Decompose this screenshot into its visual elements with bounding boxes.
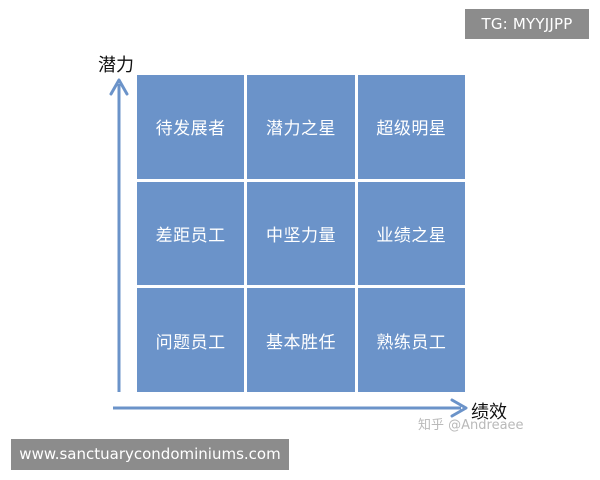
- cell-middle-left: 差距员工: [137, 181, 245, 286]
- cell-bottom-left: 问题员工: [137, 288, 245, 392]
- x-axis-label: 绩效: [471, 402, 507, 423]
- watermark-text: 知乎 @Andreaee: [418, 418, 524, 433]
- cell-middle-right: 业绩之星: [357, 181, 465, 286]
- y-axis-arrow-icon: [109, 78, 129, 96]
- cell-bottom-center: 基本胜任: [247, 288, 355, 392]
- cell-bottom-right: 熟练员工: [357, 288, 465, 392]
- cell-middle-center: 中坚力量: [247, 181, 355, 286]
- y-axis-label: 潜力: [98, 55, 134, 76]
- x-axis-arrow-icon: [450, 398, 468, 418]
- talent-matrix: 待发展者 潜力之星 超级明星 差距员工 中坚力量 业绩之星 问题员工 基本胜任 …: [137, 75, 465, 392]
- cell-top-center: 潜力之星: [247, 75, 355, 179]
- footer-url-badge: www.sanctuarycondominiums.com: [11, 439, 289, 470]
- tg-tag-badge: TG: MYYJJPP: [465, 9, 589, 39]
- cell-top-right: 超级明星: [357, 75, 465, 179]
- cell-top-left: 待发展者: [137, 75, 245, 179]
